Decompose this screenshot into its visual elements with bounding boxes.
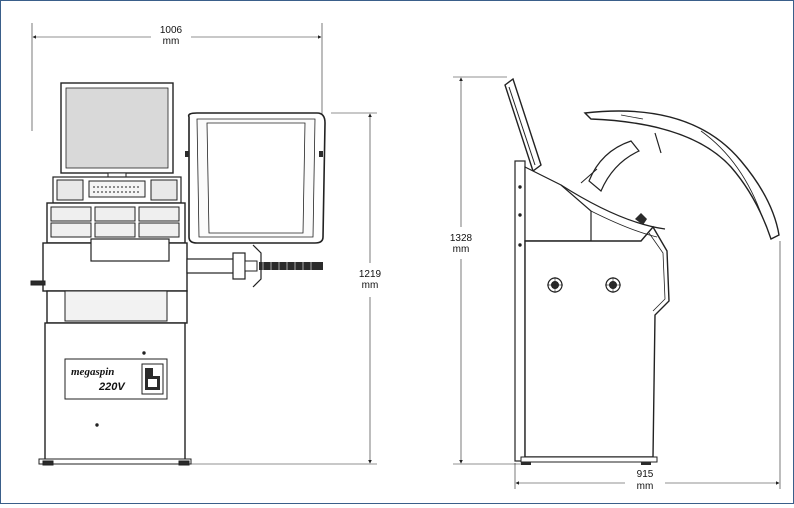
product-model: 220V (98, 381, 126, 393)
brand-plate (64, 358, 168, 400)
monitor (60, 82, 174, 180)
front-height-unit: mm (362, 280, 379, 291)
cabinet-upper (30, 238, 188, 292)
wheel-guard (185, 112, 326, 244)
console (52, 176, 182, 204)
spindle (186, 244, 323, 288)
depth-value: 915 (637, 469, 654, 480)
cabinet-lower (46, 290, 188, 324)
side-knobs (547, 277, 621, 293)
side-height-dimension (453, 76, 521, 465)
side-wheel-guard (583, 110, 780, 240)
width-unit: mm (163, 36, 180, 47)
side-guard-arm (580, 132, 662, 192)
weight-tray (46, 202, 186, 244)
side-cabinet (520, 225, 670, 465)
width-value: 1006 (160, 25, 183, 36)
front-height-value: 1219 (359, 269, 382, 280)
depth-unit: mm (637, 481, 654, 492)
side-height-unit: mm (453, 244, 470, 255)
side-height-value: 1328 (450, 233, 473, 244)
side-view (453, 76, 781, 489)
width-dimension (31, 23, 323, 131)
depth-dimension (514, 241, 781, 489)
side-monitor (504, 77, 542, 173)
front-height-dimension (191, 112, 377, 465)
product-name: megaspin (71, 366, 114, 378)
side-top (560, 184, 666, 238)
side-mast (514, 160, 526, 462)
side-console (524, 166, 592, 242)
front-view (30, 23, 377, 466)
